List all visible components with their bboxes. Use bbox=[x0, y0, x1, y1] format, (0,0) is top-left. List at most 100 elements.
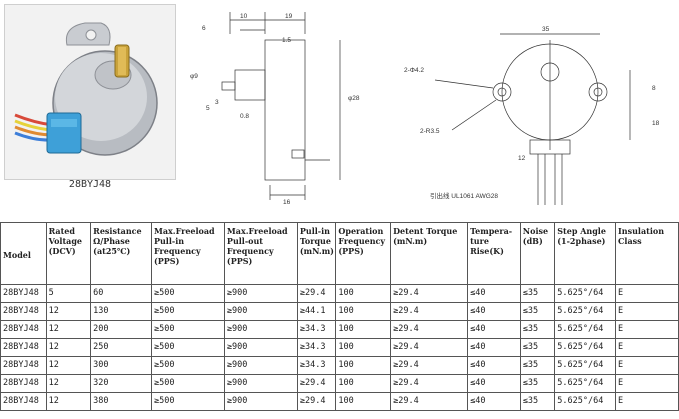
dim-4: 1.5 bbox=[282, 37, 291, 44]
specs-table-wrapper: Model Rated Voltage (DCV) Resistance Ω/P… bbox=[0, 222, 679, 419]
dim-10: φ28 bbox=[348, 95, 360, 102]
cell-detent-torque: ≥29.4 bbox=[390, 284, 469, 303]
header-resistance: Resistance Ω/Phase (at25℃) bbox=[90, 222, 152, 285]
cell-step-angle: 5.625°/64 bbox=[554, 320, 617, 339]
cell-step-angle: 5.625°/64 bbox=[554, 392, 617, 411]
header-rated-voltage: Rated Voltage (DCV) bbox=[45, 222, 92, 285]
cell-step-angle: 5.625°/64 bbox=[554, 284, 617, 303]
cell-insulation-class: E bbox=[615, 320, 679, 339]
motor-body-outline bbox=[264, 39, 306, 181]
cell-pull-out-frequency: ≥900 bbox=[223, 356, 298, 375]
cell-rated-voltage: 12 bbox=[45, 392, 92, 411]
dim-16: 18 bbox=[652, 120, 660, 127]
cell-resistance: 320 bbox=[90, 374, 152, 393]
cell-resistance: 300 bbox=[90, 356, 152, 375]
cell-detent-torque: ≥29.4 bbox=[390, 374, 469, 393]
cell-resistance: 200 bbox=[90, 320, 152, 339]
dim-15: 8 bbox=[652, 85, 656, 92]
cell-resistance: 60 bbox=[90, 284, 152, 303]
cell-pull-in-frequency: ≥500 bbox=[150, 338, 225, 357]
photo-caption: 28BYJ48 bbox=[68, 179, 112, 190]
drawing-area: 28BYJ48 6 10 19 1.5 3 5 0.8 16 bbox=[4, 4, 660, 206]
header-insulation-class: Insulation Class bbox=[615, 222, 679, 285]
cell-noise: ≤35 bbox=[519, 374, 556, 393]
cell-temperature-rise: ≤40 bbox=[467, 374, 521, 393]
cell-pull-in-torque: ≥29.4 bbox=[296, 392, 337, 411]
cell-noise: ≤35 bbox=[519, 356, 556, 375]
header-temperature-rise: Tempera-ture Rise(K) bbox=[467, 222, 521, 285]
dim-3: 19 bbox=[285, 13, 293, 20]
header-detent-torque: Detent Torque (mN.m) bbox=[390, 222, 469, 285]
motor-photo bbox=[4, 4, 176, 180]
cell-model: 28BYJ48 bbox=[0, 356, 47, 375]
cell-insulation-class: E bbox=[615, 392, 679, 411]
cell-detent-torque: ≥29.4 bbox=[390, 302, 469, 321]
cell-insulation-class: E bbox=[615, 356, 679, 375]
cell-operation-frequency: 100 bbox=[335, 356, 392, 375]
cell-pull-in-frequency: ≥500 bbox=[150, 302, 225, 321]
cell-pull-in-torque: ≥29.4 bbox=[296, 284, 337, 303]
cell-pull-in-frequency: ≥500 bbox=[150, 392, 225, 411]
cell-resistance: 250 bbox=[90, 338, 152, 357]
dim-6: 5 bbox=[206, 105, 210, 112]
cell-pull-in-torque: ≥29.4 bbox=[296, 374, 337, 393]
cell-detent-torque: ≥29.4 bbox=[390, 338, 469, 357]
lead-wire-label: 引出线 UL1061 AWG28 bbox=[430, 191, 498, 200]
cell-pull-in-torque: ≥34.3 bbox=[296, 320, 337, 339]
cell-noise: ≤35 bbox=[519, 338, 556, 357]
cell-operation-frequency: 100 bbox=[335, 284, 392, 303]
cell-step-angle: 5.625°/64 bbox=[554, 374, 617, 393]
dim-5: 3 bbox=[215, 99, 219, 106]
cell-insulation-class: E bbox=[615, 284, 679, 303]
header-pull-in-torque: Pull-in Torque (mN.m) bbox=[296, 222, 337, 285]
cell-temperature-rise: ≤40 bbox=[467, 320, 521, 339]
cell-rated-voltage: 12 bbox=[45, 374, 92, 393]
cell-noise: ≤35 bbox=[519, 320, 556, 339]
header-operation-frequency: Operation Frequency (PPS) bbox=[335, 222, 392, 285]
cell-insulation-class: E bbox=[615, 338, 679, 357]
side-view-drawing: 6 10 19 1.5 3 5 0.8 16 φ9 φ28 bbox=[190, 12, 360, 206]
header-noise: Noise (dB) bbox=[519, 222, 556, 285]
cell-insulation-class: E bbox=[615, 302, 679, 321]
cell-pull-in-torque: ≥34.3 bbox=[296, 356, 337, 375]
cell-operation-frequency: 100 bbox=[335, 374, 392, 393]
cell-detent-torque: ≥29.4 bbox=[390, 392, 469, 411]
dim-11: 35 bbox=[542, 26, 550, 33]
cell-temperature-rise: ≤40 bbox=[467, 392, 521, 411]
cell-model: 28BYJ48 bbox=[0, 302, 47, 321]
cell-pull-out-frequency: ≥900 bbox=[223, 338, 298, 357]
motor-image bbox=[5, 5, 175, 179]
cell-detent-torque: ≥29.4 bbox=[390, 320, 469, 339]
cell-operation-frequency: 100 bbox=[335, 338, 392, 357]
header-step-angle: Step Angle (1-2phase) bbox=[554, 222, 617, 285]
front-view-drawing: 35 2-Φ4.2 2-R3.5 12 8 18 引出线 UL1061 AWG2… bbox=[404, 26, 660, 205]
cell-temperature-rise: ≤40 bbox=[467, 356, 521, 375]
header-pull-out-frequency: Max.Freeload Pull-out Frequency (PPS) bbox=[223, 222, 298, 285]
cell-step-angle: 5.625°/64 bbox=[554, 356, 617, 375]
dim-8: 16 bbox=[283, 199, 291, 206]
cell-operation-frequency: 100 bbox=[335, 392, 392, 411]
cell-pull-in-torque: ≥44.1 bbox=[296, 302, 337, 321]
cell-temperature-rise: ≤40 bbox=[467, 338, 521, 357]
cell-pull-in-torque: ≥34.3 bbox=[296, 338, 337, 357]
cell-model: 28BYJ48 bbox=[0, 338, 47, 357]
cell-pull-out-frequency: ≥900 bbox=[223, 374, 298, 393]
cell-rated-voltage: 12 bbox=[45, 320, 92, 339]
dim-9: φ9 bbox=[190, 73, 198, 80]
cell-rated-voltage: 5 bbox=[45, 284, 92, 303]
cell-insulation-class: E bbox=[615, 374, 679, 393]
cell-detent-torque: ≥29.4 bbox=[390, 356, 469, 375]
header-model: Model bbox=[0, 222, 47, 285]
cell-rated-voltage: 12 bbox=[45, 338, 92, 357]
dim-13: 2-R3.5 bbox=[420, 128, 440, 135]
cell-pull-out-frequency: ≥900 bbox=[223, 284, 298, 303]
dim-14: 12 bbox=[518, 155, 526, 162]
cell-model: 28BYJ48 bbox=[0, 392, 47, 411]
cell-noise: ≤35 bbox=[519, 392, 556, 411]
